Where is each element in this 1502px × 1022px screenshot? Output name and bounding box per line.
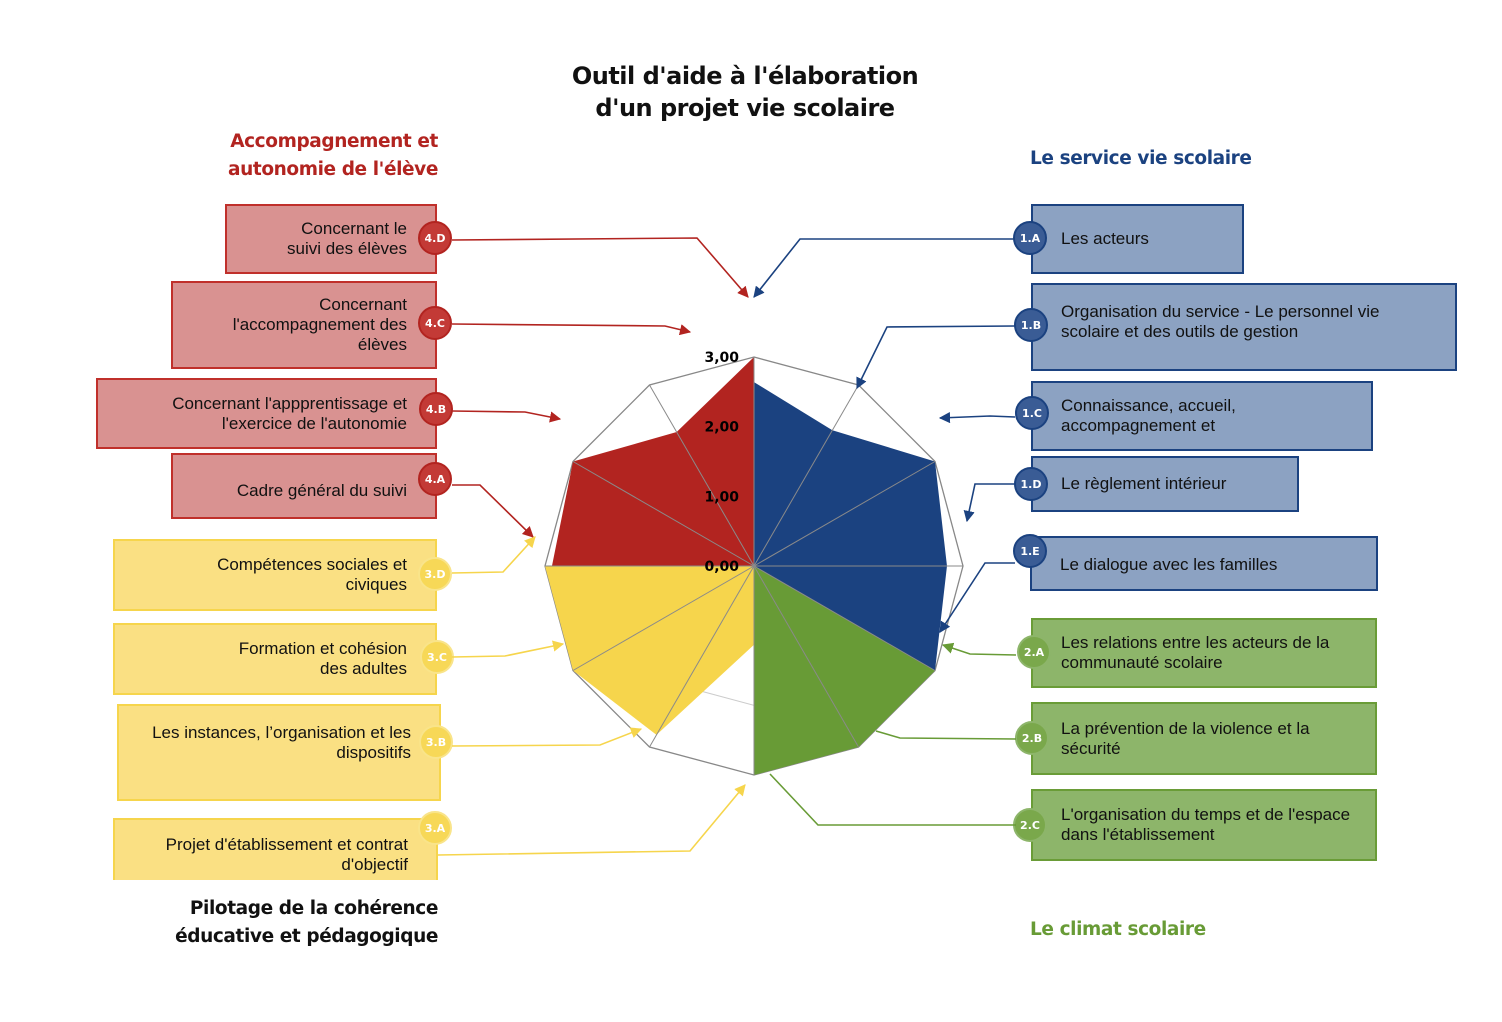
item-label: Projet d'établissement et contrat d'obje… (165, 835, 408, 874)
badge-3b: 3.B (419, 725, 453, 759)
heading-line: Accompagnement et (230, 131, 438, 152)
series-area (551, 357, 754, 566)
item-box-1b[interactable]: Organisation du service - Le personnel v… (1031, 283, 1457, 371)
chart-ticks: 0,00 1,00 2,00 3,00 (704, 350, 739, 575)
item-box-3c[interactable]: Formation et cohésion des adultes (113, 623, 437, 695)
badge-3a: 3.A (418, 811, 452, 845)
axis-spoke (649, 565, 755, 748)
category-heading-green: Le climat scolaire (1030, 919, 1206, 940)
badge-1c: 1.C (1015, 396, 1049, 430)
badge-1b: 1.B (1014, 308, 1048, 342)
page-title: Outil d'aide à l'élaboration d'un projet… (445, 60, 1045, 124)
tick-label: 2,00 (704, 420, 739, 436)
item-box-3d[interactable]: Compétences sociales et civiques (113, 539, 437, 611)
badge-3d: 3.D (418, 557, 452, 591)
axis-spoke (649, 384, 755, 567)
category-heading-blue: Le service vie scolaire (1030, 148, 1252, 169)
item-label: Formation et cohésion des adultes (238, 639, 407, 678)
item-box-4d[interactable]: Concernant le suivi des élèves (225, 204, 437, 274)
item-label: Le règlement intérieur (1061, 474, 1227, 493)
chart-series (545, 357, 947, 775)
heading-line: autonomie de l'élève (228, 159, 438, 180)
chart-spokes (545, 357, 963, 775)
item-label: L'organisation du temps et de l'espace d… (1061, 805, 1351, 844)
axis-spoke (753, 384, 859, 567)
item-box-4b[interactable]: Concernant l'appprentissage et l'exercic… (96, 378, 437, 449)
badge-4d: 4.D (418, 221, 452, 255)
item-label: Concernant l'accompagnement des élèves (232, 295, 407, 354)
item-label: Organisation du service - Le personnel v… (1061, 302, 1380, 341)
badge-4a: 4.A (418, 462, 452, 496)
series-area (545, 566, 754, 735)
tick-label: 1,00 (704, 489, 739, 505)
item-box-4c[interactable]: Concernant l'accompagnement des élèves (171, 281, 437, 369)
item-box-1e[interactable]: Le dialogue avec les familles (1030, 536, 1378, 591)
badge-2b: 2.B (1015, 721, 1049, 755)
item-label: Cadre général du suivi (236, 481, 407, 500)
item-box-2a[interactable]: Les relations entre les acteurs de la co… (1031, 618, 1377, 688)
heading-line: Pilotage de la cohérence (189, 898, 439, 919)
series-area (754, 566, 935, 775)
category-heading-red: Accompagnement et autonomie de l'élève (228, 128, 438, 184)
badge-1e: 1.E (1013, 534, 1047, 568)
item-label: Concernant le suivi des élèves (286, 219, 407, 258)
title-line-1: Outil d'aide à l'élaboration (571, 62, 919, 90)
item-label: Connaissance, accueil, accompagnement et (1061, 396, 1236, 435)
item-box-3b[interactable]: Les instances, l’organisation et les dis… (117, 704, 441, 801)
item-label: Concernant l'appprentissage et l'exercic… (172, 393, 407, 433)
item-box-4a[interactable]: Cadre général du suivi (171, 453, 437, 519)
series-area (754, 382, 947, 671)
tick-label: 3,00 (704, 350, 739, 366)
item-label: Le dialogue avec les familles (1060, 554, 1278, 574)
axis-spoke (753, 565, 936, 671)
axis-spoke (753, 461, 936, 567)
axis-spoke (572, 565, 755, 671)
badge-1d: 1.D (1014, 467, 1048, 501)
axis-spoke (753, 565, 859, 748)
badge-2c: 2.C (1013, 808, 1047, 842)
tick-label: 0,00 (704, 559, 739, 575)
item-box-1a[interactable]: Les acteurs (1031, 204, 1244, 274)
item-label: Les relations entre les acteurs de la co… (1061, 633, 1330, 672)
item-label: Les instances, l’organisation et les dis… (152, 722, 411, 762)
badge-3c: 3.C (420, 640, 454, 674)
axis-spoke (572, 461, 755, 567)
badge-1a: 1.A (1013, 221, 1047, 255)
category-heading-yellow: Pilotage de la cohérence éducative et pé… (175, 895, 438, 951)
item-label: La prévention de la violence et la sécur… (1061, 718, 1310, 758)
badge-2a: 2.A (1017, 635, 1051, 669)
item-label: Compétences sociales et civiques (217, 555, 407, 594)
title-line-2: d'un projet vie scolaire (595, 94, 895, 122)
item-label: Les acteurs (1061, 229, 1149, 248)
heading-line: éducative et pédagogique (175, 926, 438, 947)
item-box-1d[interactable]: Le règlement intérieur (1031, 456, 1299, 512)
badge-4b: 4.B (419, 392, 453, 426)
item-box-2b[interactable]: La prévention de la violence et la sécur… (1031, 702, 1377, 775)
item-box-3a[interactable]: Projet d'établissement et contrat d'obje… (113, 818, 438, 880)
item-box-2c[interactable]: L'organisation du temps et de l'espace d… (1031, 789, 1377, 861)
badge-4c: 4.C (418, 306, 452, 340)
